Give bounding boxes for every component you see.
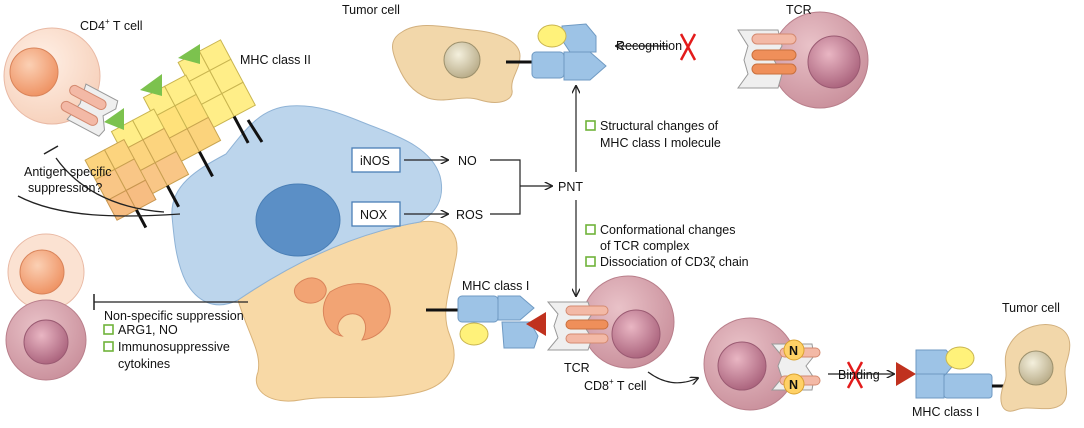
antigen-red <box>896 362 916 386</box>
tumor-cell-bottom <box>1000 324 1071 412</box>
cd4-tcr-receptor <box>60 83 119 137</box>
arg1-label: ARG1, NO <box>118 323 178 337</box>
n-bottom-label: N <box>789 378 798 392</box>
mdsc-orange-nucleus <box>322 283 391 341</box>
cd4-inhibition-line <box>55 157 165 213</box>
nox-box <box>351 201 401 227</box>
antigen-red <box>526 312 546 336</box>
immuno-line2: cytokines <box>118 357 170 371</box>
mhc-class-i-top <box>531 23 607 81</box>
t-cell-top <box>737 11 869 109</box>
antigen-green <box>178 44 200 64</box>
tumor-cell-bottom-label: Tumor cell <box>1002 301 1060 315</box>
nitrated-t-cell <box>703 317 821 411</box>
mhc-class-ii-cluster <box>84 39 264 229</box>
bystander-cells <box>5 233 248 381</box>
mdsc-cell <box>171 105 458 402</box>
dissociation-label: Dissociation of CD3ζ chain <box>600 255 749 269</box>
binding-label: Binding <box>838 368 880 382</box>
mhc-class-ii-label: MHC class II <box>240 53 311 67</box>
mhc-ii-block <box>221 81 256 118</box>
no-to-pnt-line <box>490 159 521 186</box>
nonspecific-title: Non-specific suppression <box>104 309 244 323</box>
bullet-structural <box>585 120 596 131</box>
recognition-label: Recognition <box>616 39 682 53</box>
cd4-t-cell <box>3 27 181 217</box>
recognition-cross <box>679 33 697 61</box>
inos-box <box>351 147 401 173</box>
structural-line1: Structural changes of <box>600 119 719 133</box>
tumor-cell-top-label: Tumor cell <box>342 3 400 17</box>
antigen-specific-line1: Antigen specific <box>24 165 112 179</box>
ros-to-pnt-line <box>490 186 521 215</box>
nitration-marker-bottom <box>783 373 805 395</box>
antigen-green <box>140 74 162 96</box>
mdsc-blue-nucleus <box>255 183 341 257</box>
pnt-label: PNT <box>558 180 583 194</box>
ros-label: ROS <box>456 208 483 222</box>
no-label: NO <box>458 154 477 168</box>
bullet-immuno <box>103 341 114 352</box>
bullet-arg1 <box>103 324 114 335</box>
tcr-bottom-label: TCR <box>564 361 590 375</box>
conformational-line2: of TCR complex <box>600 239 690 253</box>
nitration-marker-top <box>783 339 805 361</box>
mhc-class-i-mdsc <box>457 295 546 349</box>
immuno-line1: Immunosuppressive <box>118 340 230 354</box>
mhc-class-i-left-label: MHC class I <box>462 279 529 293</box>
n-top-label: N <box>789 344 798 358</box>
mdsc-orange-lobe <box>293 277 327 304</box>
binding-cross <box>846 361 864 389</box>
structural-line2: MHC class I molecule <box>600 136 721 150</box>
cd4-cell-label: CD4+ T cell <box>80 17 143 33</box>
nox-label: NOX <box>360 208 388 222</box>
mhc-class-i-bottom <box>896 346 1014 399</box>
tumor-cell-top <box>392 25 532 103</box>
tcr-top-label: TCR <box>786 3 812 17</box>
inos-label: iNOS <box>360 154 390 168</box>
antigen-specific-line2: suppression? <box>28 181 102 195</box>
cd8-cell-label: CD8+ T cell <box>584 377 647 393</box>
cd8-t-cell-middle <box>546 275 675 369</box>
bullet-conformational <box>585 224 596 235</box>
bullet-dissociation <box>585 256 596 267</box>
cd8-to-nitrated-arrow <box>647 371 698 383</box>
antigen-green <box>104 108 124 130</box>
mhc-class-i-right-label: MHC class I <box>912 405 979 419</box>
conformational-line1: Conformational changes <box>600 223 736 237</box>
